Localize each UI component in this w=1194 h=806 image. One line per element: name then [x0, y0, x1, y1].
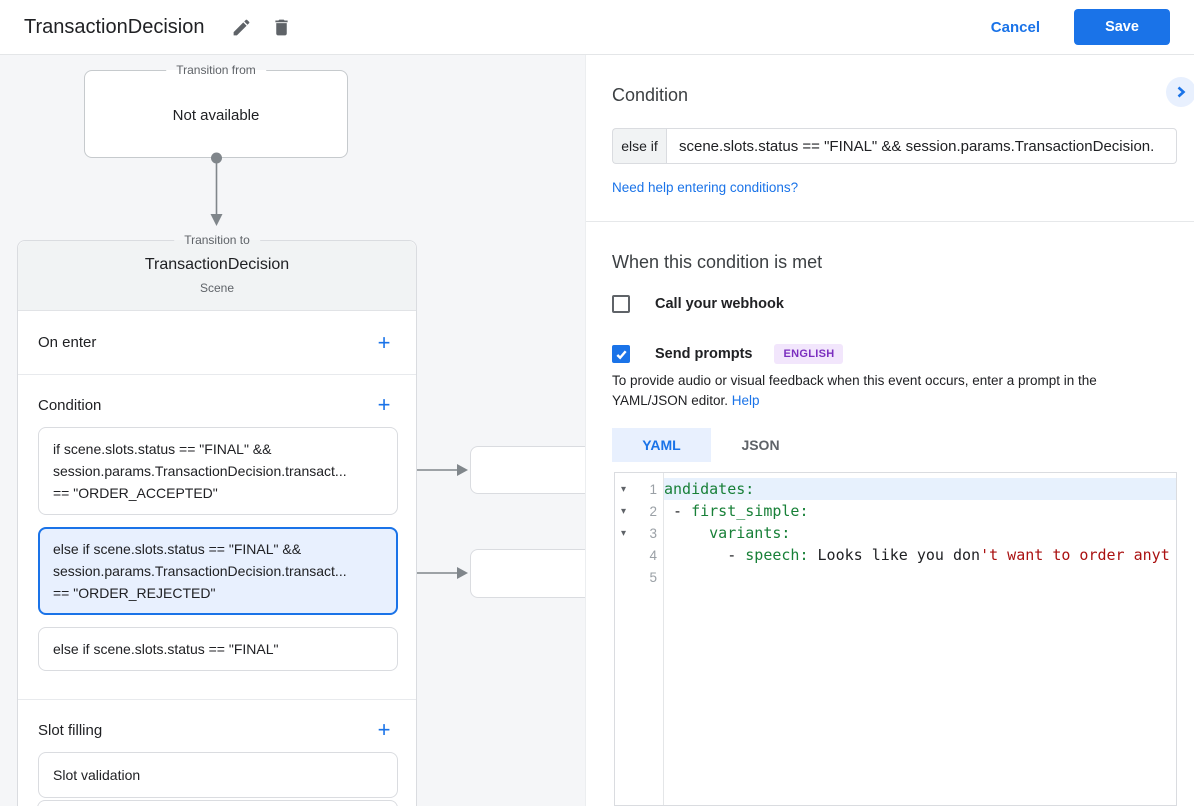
code-token: 't want to order anyt [980, 546, 1170, 564]
fold-toggle-icon[interactable]: ▾ [620, 505, 627, 517]
line-number: 4 [649, 547, 657, 563]
code-token: andidates: [664, 480, 755, 498]
condition-text-line: else if scene.slots.status == "FINAL" && [53, 541, 302, 557]
condition-text-line: if scene.slots.status == "FINAL" && [53, 441, 272, 457]
code-token: variants: [709, 524, 791, 542]
transition-to-label: Transition to [174, 233, 260, 247]
line-number: 3 [649, 525, 657, 541]
gutter-row: 5 [615, 566, 663, 588]
condition-panel-heading: Condition [612, 85, 689, 105]
transition-target-box-1[interactable] [470, 446, 585, 494]
on-enter-row[interactable]: On enter + [18, 311, 416, 375]
trash-icon [275, 19, 288, 35]
transition-from-box[interactable]: Transition from Not available [84, 63, 348, 158]
language-badge: ENGLISH [774, 344, 844, 364]
page-title: TransactionDecision [24, 15, 205, 38]
prompt-help-body: To provide audio or visual feedback when… [612, 373, 1097, 408]
editor-code-area[interactable]: andidates: - first_simple: variants: - s… [664, 473, 1176, 805]
code-line-2: - first_simple: [664, 500, 1176, 522]
gutter-row: 4 [615, 544, 663, 566]
cancel-button[interactable]: Cancel [990, 18, 1040, 36]
condition-text-line: == "ORDER_ACCEPTED" [53, 485, 218, 501]
gutter-row: ▾1 [615, 478, 663, 500]
chevron-right-icon [1177, 86, 1186, 98]
scene-card: Transition to TransactionDecision Scene … [17, 233, 417, 806]
save-button[interactable]: Save [1074, 9, 1170, 45]
slot-box-1[interactable]: Slot validation [38, 752, 398, 798]
fold-toggle-icon[interactable]: ▾ [620, 483, 627, 495]
condition-help-link[interactable]: Need help entering conditions? [612, 180, 799, 195]
condition-section-label: Condition [38, 396, 102, 414]
line-number: 2 [649, 503, 657, 519]
checkmark-icon [615, 349, 627, 360]
code-token [664, 524, 709, 542]
collapse-panel-button[interactable] [1166, 77, 1194, 107]
add-on-enter-button[interactable]: + [370, 329, 398, 357]
condition-section: Condition + if scene.slots.status == "FI… [18, 375, 416, 700]
code-line-4: - speech: Looks like you don't want to o… [664, 544, 1176, 566]
condition-list: if scene.slots.status == "FINAL" && sessi… [38, 427, 398, 671]
slot-filling-label: Slot filling [38, 721, 103, 739]
add-condition-button[interactable]: + [370, 391, 398, 419]
gutter-row: ▾2 [615, 500, 663, 522]
send-prompts-label[interactable]: Send prompts [655, 346, 753, 362]
line-number: 5 [649, 569, 657, 585]
call-webhook-label[interactable]: Call your webhook [655, 296, 784, 312]
prompt-help-text: To provide audio or visual feedback when… [612, 371, 1172, 411]
scene-card-header[interactable]: TransactionDecision Scene [18, 241, 416, 311]
line-number: 1 [649, 481, 657, 497]
condition-text-line: session.params.TransactionDecision.trans… [53, 563, 347, 579]
edit-title-button[interactable] [224, 10, 258, 44]
condition-expression-row: else if [612, 128, 1177, 164]
condition-text-line: else if scene.slots.status == "FINAL" [53, 641, 279, 657]
condition-box-3[interactable]: else if scene.slots.status == "FINAL" [38, 627, 398, 671]
tab-yaml[interactable]: YAML [612, 428, 711, 462]
call-webhook-checkbox[interactable] [612, 295, 630, 313]
condition-prefix-label: else if [612, 128, 666, 164]
scene-name: TransactionDecision [144, 256, 290, 273]
top-bar: TransactionDecision Cancel Save [0, 0, 1194, 55]
condition-expression-input[interactable] [666, 128, 1177, 164]
pencil-icon [233, 19, 250, 35]
transition-from-label: Transition from [166, 63, 266, 77]
condition-text-line: session.params.TransactionDecision.trans… [53, 463, 347, 479]
tab-json[interactable]: JSON [741, 437, 780, 453]
delete-scene-button[interactable] [264, 10, 298, 44]
scene-diagram-canvas[interactable]: Transition from Not available Transition… [0, 55, 585, 806]
code-line-1: andidates: [664, 478, 1176, 500]
help-link[interactable]: Help [731, 393, 760, 408]
condition-box-2[interactable]: else if scene.slots.status == "FINAL" &&… [38, 527, 398, 615]
slot-box-partial[interactable] [37, 800, 398, 806]
when-condition-heading: When this condition is met [612, 252, 823, 272]
panel-divider [586, 221, 1194, 222]
code-token: Looks like you don [808, 546, 981, 564]
transition-from-value: Not available [172, 106, 260, 124]
condition-panel: Condition else if Need help entering con… [585, 55, 1194, 806]
fold-toggle-icon[interactable]: ▾ [620, 527, 627, 539]
scene-type-label: Scene [199, 281, 235, 295]
send-prompts-checkbox[interactable] [612, 345, 630, 363]
add-slot-button[interactable]: + [370, 716, 398, 744]
condition-text-line: == "ORDER_REJECTED" [53, 585, 216, 601]
slot-list: Slot validation [38, 752, 398, 798]
slot-filling-section: Slot filling + Slot validation [18, 700, 416, 806]
editor-format-tabs: YAML JSON [612, 428, 810, 462]
code-token: - [664, 502, 692, 520]
code-token: - [664, 546, 746, 564]
code-token: first_simple: [691, 502, 809, 520]
code-line-5 [664, 566, 1176, 588]
code-line-3: variants: [664, 522, 1176, 544]
code-token: speech: [745, 546, 809, 564]
gutter-row: ▾3 [615, 522, 663, 544]
condition-box-1[interactable]: if scene.slots.status == "FINAL" && sessi… [38, 427, 398, 515]
transition-target-box-2[interactable] [470, 549, 585, 598]
on-enter-label: On enter [38, 334, 97, 351]
